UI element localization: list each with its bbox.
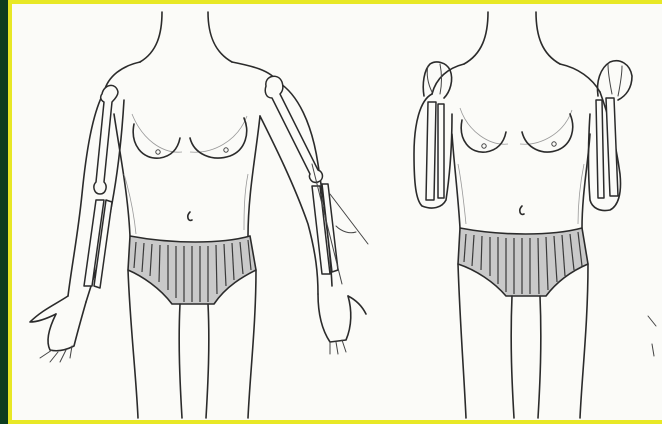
right-breast-2 <box>522 114 573 152</box>
right-breast <box>190 118 247 158</box>
neck-right-line <box>208 12 232 62</box>
neck-right-line-2 <box>536 12 560 64</box>
figure-left <box>30 12 368 418</box>
left-humerus <box>94 85 118 194</box>
right-ulna-2 <box>596 100 604 198</box>
left-leg-inner <box>179 304 182 418</box>
right-raised-hand-fingers <box>608 64 622 96</box>
carrying-angle-axis-lower <box>330 194 368 244</box>
left-ulna-2 <box>438 104 444 198</box>
figure-right <box>414 12 656 418</box>
right-leg-inner <box>206 304 209 418</box>
torso-right-side <box>248 116 260 236</box>
navel-2 <box>520 206 524 214</box>
right-leg-outer <box>248 270 256 418</box>
right-humerus <box>265 76 322 182</box>
left-leg-outer-2 <box>458 264 466 418</box>
torso-left-side-2 <box>452 134 460 228</box>
left-palm <box>48 302 86 351</box>
navel <box>188 212 192 220</box>
right-raised-hand <box>598 61 633 100</box>
briefs-right <box>458 228 588 296</box>
neck-left-line-2 <box>464 12 488 64</box>
right-leg-outer-2 <box>580 264 588 418</box>
illustration-canvas <box>12 4 662 420</box>
left-radius-2 <box>426 102 436 200</box>
right-radius-2 <box>606 98 618 196</box>
carrying-angle-arc <box>336 226 356 233</box>
right-palm <box>318 294 351 342</box>
right-shoulder-line-2 <box>560 64 600 92</box>
left-breast-2 <box>461 120 506 152</box>
left-leg-outer <box>128 270 138 418</box>
right-leg-inner-2 <box>538 296 541 418</box>
edge-marks <box>648 316 656 356</box>
right-arm-inner <box>260 116 318 294</box>
left-shoulder-line-2 <box>432 64 464 94</box>
left-thumb <box>30 296 68 322</box>
left-leg-inner-2 <box>511 296 514 418</box>
yellow-frame <box>8 0 662 424</box>
neck-left-line <box>140 12 162 62</box>
anatomy-illustration <box>12 4 662 420</box>
